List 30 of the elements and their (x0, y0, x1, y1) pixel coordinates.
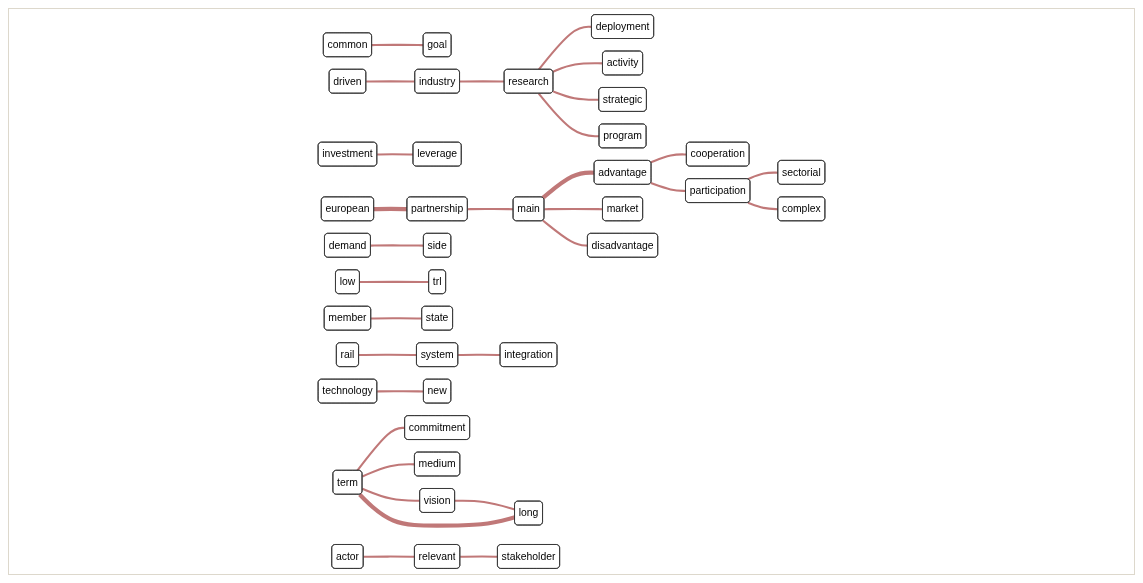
connector (552, 62, 603, 73)
connector (537, 92, 600, 138)
connector (542, 219, 588, 247)
connector (541, 170, 595, 200)
connector (363, 555, 415, 558)
connector (747, 171, 779, 181)
connector (356, 426, 405, 472)
connector (370, 244, 424, 247)
connector (371, 43, 424, 47)
connector (544, 207, 603, 211)
connector (361, 463, 415, 478)
connector (458, 353, 501, 357)
connector (459, 80, 505, 83)
connector (537, 25, 592, 71)
connector (650, 153, 687, 164)
connector (358, 493, 516, 528)
connector (650, 182, 686, 192)
connector (371, 317, 423, 320)
connector (552, 90, 600, 101)
connector (377, 390, 424, 393)
connector (377, 153, 414, 156)
connector (373, 206, 408, 212)
connector (358, 353, 417, 357)
connector (747, 201, 779, 211)
connector (460, 555, 498, 558)
connector (362, 487, 420, 502)
connector (366, 80, 416, 83)
connector (359, 280, 429, 284)
connector (454, 499, 516, 511)
connector (467, 207, 514, 211)
